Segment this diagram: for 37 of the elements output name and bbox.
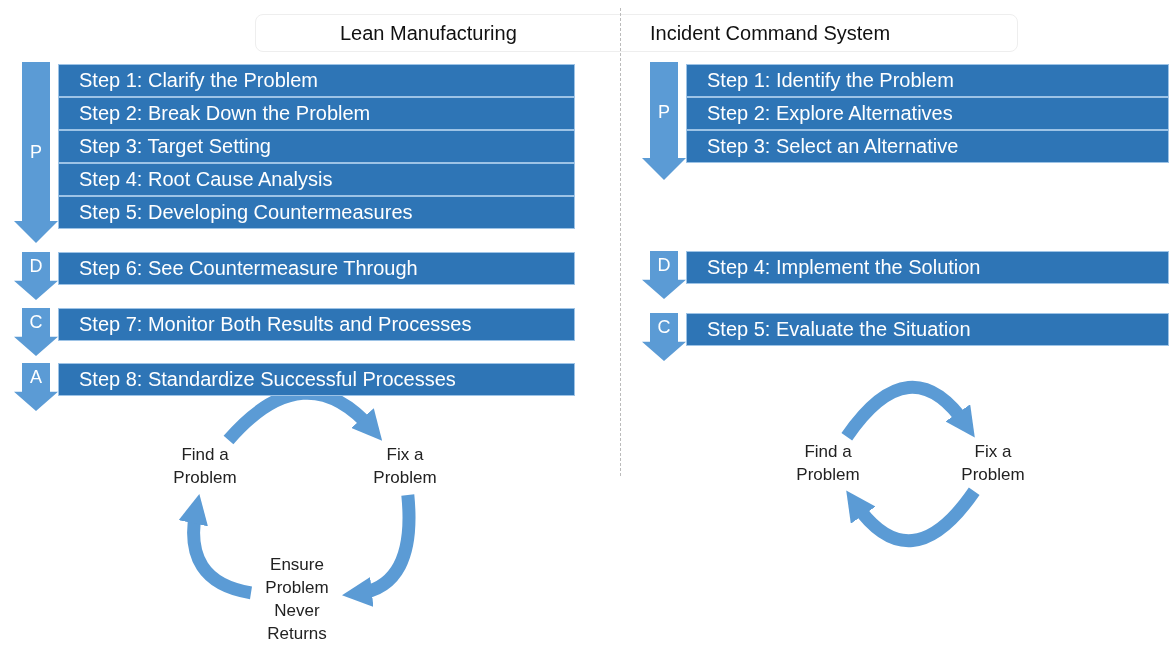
phase-marker <box>14 62 58 243</box>
section-heading: Incident Command System <box>650 22 891 45</box>
cycle-step-text: Find a Problem <box>795 441 861 486</box>
phase-letter: D <box>657 255 671 276</box>
phase-letter: P <box>658 102 670 123</box>
cycle-step-text: Fix a Problem <box>372 444 438 489</box>
section-heading: Lean Manufacturing <box>340 22 517 45</box>
step-bar: Step 2: Explore Alternatives <box>686 97 1169 130</box>
step-bar: Step 3: Select an Alternative <box>686 130 1169 163</box>
phase-letter: C <box>29 312 43 333</box>
cycle-step-text: Ensure Problem Never Returns <box>264 554 330 645</box>
step-bar: Step 1: Clarify the Problem <box>58 64 575 97</box>
phase-letter: C <box>657 317 671 338</box>
phase-marker <box>642 251 686 299</box>
step-bar: Step 4: Root Cause Analysis <box>58 163 575 196</box>
phase-marker <box>14 363 58 411</box>
step-bar: Step 3: Target Setting <box>58 130 575 163</box>
phase-marker <box>642 313 686 361</box>
step-bar: Step 6: See Countermeasure Through <box>58 252 575 285</box>
step-bar: Step 1: Identify the Problem <box>686 64 1169 97</box>
step-bar: Step 2: Break Down the Problem <box>58 97 575 130</box>
phase-marker <box>14 252 58 300</box>
phase-marker <box>14 308 58 356</box>
phase-letter: D <box>29 256 43 277</box>
step-bar: Step 5: Developing Countermeasures <box>58 196 575 229</box>
phase-letter: A <box>30 367 42 388</box>
step-bar: Step 8: Standardize Successful Processes <box>58 363 575 396</box>
cycle-arrow <box>342 494 416 606</box>
cycle-arrow <box>841 381 976 441</box>
cycle-arrow <box>845 487 980 547</box>
step-bar: Step 4: Implement the Solution <box>686 251 1169 284</box>
cycle-step-text: Fix a Problem <box>960 441 1026 486</box>
cycle-step-text: Find a Problem <box>172 444 238 489</box>
phase-marker <box>642 62 686 180</box>
step-bar: Step 7: Monitor Both Results and Processes <box>58 308 575 341</box>
phase-letter: P <box>30 142 42 163</box>
step-bar: Step 5: Evaluate the Situation <box>686 313 1169 346</box>
